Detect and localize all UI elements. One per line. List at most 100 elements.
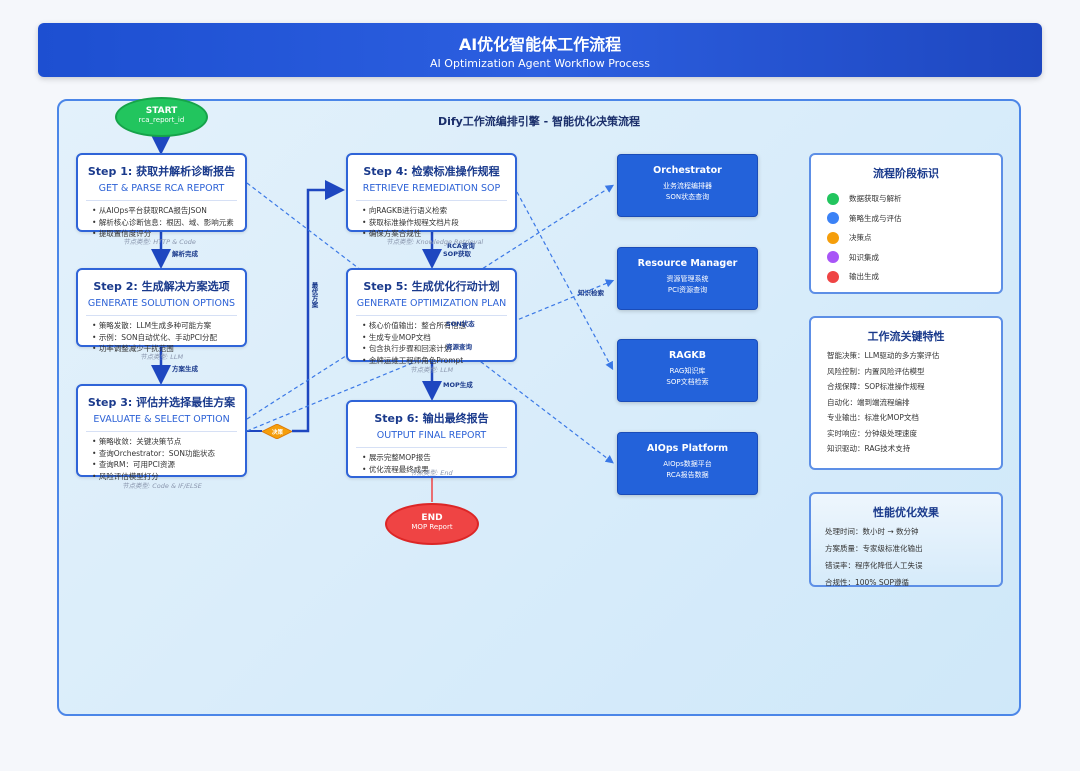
step-4-item: 向RAGKB进行语义检索	[362, 205, 515, 217]
step-6-title: Step 6: 输出最终报告	[374, 412, 489, 425]
step-5-box[interactable]: Step 5: 生成优化行动计划 GENERATE OPTIMIZATION P…	[346, 268, 517, 365]
step-3-title: Step 3: 评估并选择最佳方案	[87, 396, 236, 409]
label-sop-fetch: SOP获取	[443, 250, 471, 258]
step-5-item: 金牌运维工程师角色Prompt	[362, 355, 515, 367]
performance-item: 方案质量：专家级标准化输出	[825, 544, 923, 553]
feature-item: 自动化：端到端流程编排	[827, 397, 910, 407]
step-5-item: 核心价值输出：整合所有信息	[362, 320, 515, 332]
system-name: Resource Manager	[637, 258, 738, 269]
feature-item: 专业输出：标准化MOP文档	[827, 413, 919, 422]
step-6-box[interactable]: Step 6: 输出最终报告 OUTPUT FINAL REPORT 展示完整M…	[346, 400, 517, 478]
features-title: 工作流关键特性	[867, 330, 945, 343]
header-banner: AI优化智能体工作流程 AI Optimization Agent Workfl…	[38, 23, 1042, 77]
step-3-item: 风险评估模型打分	[92, 471, 245, 483]
feature-item: 实时响应：分钟级处理速度	[827, 428, 917, 438]
step-5-subtitle: GENERATE OPTIMIZATION PLAN	[356, 298, 507, 309]
system-desc: SOP文档检索	[666, 378, 709, 386]
step-3-node-type: 节点类型: Code & IF/ELSE	[122, 482, 202, 490]
step-6-subtitle: OUTPUT FINAL REPORT	[376, 430, 487, 441]
step-4-box[interactable]: Step 4: 检索标准操作规程 RETRIEVE REMEDIATION SO…	[346, 153, 517, 238]
page-title: AI优化智能体工作流程	[458, 35, 622, 54]
system-desc: PCI资源查询	[667, 286, 708, 294]
label-rca-query: RCA查询	[447, 242, 475, 250]
step-4-item: 确保方案合规性	[362, 228, 515, 240]
step-2-box[interactable]: Step 2: 生成解决方案选项 GENERATE SOLUTION OPTIO…	[76, 268, 247, 353]
system-name: AIOps Platform	[646, 443, 729, 454]
step-1-box[interactable]: Step 1: 获取并解析诊断报告 GET & PARSE RCA REPORT…	[76, 153, 247, 238]
label-mop-gen: MOP生成	[443, 381, 473, 389]
performance-title: 性能优化效果	[873, 506, 939, 519]
step-5-item: 生成专业MOP文档	[362, 332, 515, 344]
performance-panel: 性能优化效果 处理时间：数小时 → 数分钟 方案质量：专家级标准化输出 错误率：…	[809, 492, 1003, 587]
legend-dot	[827, 251, 839, 264]
legend-item: 决策点	[827, 228, 1001, 248]
legend-item: 数据获取与解析	[827, 189, 1001, 209]
step-4-subtitle: RETRIEVE REMEDIATION SOP	[362, 183, 501, 194]
step-2-node-type: 节点类型: LLM	[140, 353, 184, 361]
step-1-item: 从AIOps平台获取RCA报告JSON	[92, 205, 245, 217]
legend-panel: 流程阶段标识 数据获取与解析 策略生成与评估 决策点 知识集成 输出生成	[809, 153, 1003, 294]
step-3-box[interactable]: Step 3: 评估并选择最佳方案 EVALUATE & SELECT OPTI…	[76, 384, 247, 481]
step-5-title: Step 5: 生成优化行动计划	[363, 280, 500, 293]
step-6-node-type: 节点类型: End	[410, 469, 453, 477]
step-5-item: 包含执行步骤和回滚计划	[362, 343, 515, 355]
step-1-title: Step 1: 获取并解析诊断报告	[87, 165, 236, 178]
step-4-title: Step 4: 检索标准操作规程	[363, 165, 500, 178]
system-ragkb[interactable]: RAGKB RAG知识库 SOP文档检索	[617, 339, 758, 402]
legend-item: 输出生成	[827, 267, 1001, 287]
system-name: Orchestrator	[653, 165, 722, 176]
legend-dot	[827, 231, 839, 244]
legend-dot	[827, 212, 839, 225]
system-desc: 业务流程编排器	[663, 182, 712, 190]
label-resource-query: 资源查询	[446, 343, 472, 351]
decision-diamond	[262, 424, 292, 439]
system-desc: SON状态查询	[665, 193, 710, 201]
feature-item: 知识驱动：RAG技术支持	[827, 444, 911, 453]
step-2-item: 策略发散：LLM生成多种可能方案	[92, 320, 245, 332]
system-desc: RCA报告数据	[666, 471, 709, 479]
legend-dot	[827, 192, 839, 205]
step-3-subtitle: EVALUATE & SELECT OPTION	[93, 414, 230, 425]
start-node: START rca_report_id	[115, 97, 208, 137]
feature-item: 合规保障：SOP标准操作规程	[827, 382, 925, 391]
step-2-title: Step 2: 生成解决方案选项	[93, 280, 230, 293]
label-parse-done: 解析完成	[172, 250, 198, 258]
start-sub: rca_report_id	[138, 116, 185, 124]
legend-item: 知识集成	[827, 248, 1001, 268]
system-aiops-platform[interactable]: AIOps Platform AIOps数据平台 RCA报告数据	[617, 432, 758, 495]
legend-item: 策略生成与评估	[827, 209, 1001, 229]
legend-dot	[827, 270, 839, 283]
end-node: END MOP Report	[385, 503, 479, 545]
performance-item: 错误率：程序化降低人工失误	[825, 561, 923, 570]
system-desc: RAG知识库	[669, 367, 706, 375]
step-4-node-type: 节点类型: Knowledge Retrieval	[386, 238, 484, 246]
system-name: RAGKB	[668, 350, 707, 361]
label-solution-gen: 方案生成	[172, 365, 198, 373]
performance-item: 处理时间：数小时 → 数分钟	[825, 527, 919, 536]
step-4-item: 获取标准操作规程文档片段	[362, 217, 515, 229]
feature-item: 风险控制：内置风险评估模型	[827, 366, 925, 376]
start-label: START	[145, 106, 178, 116]
feature-item: 智能决策：LLM驱动的多方案评估	[827, 351, 940, 360]
label-knowledge-retrieval: 知识检索	[578, 289, 604, 297]
step-2-item: 功率调整减少干扰范围	[92, 343, 245, 355]
performance-item: 合规性：100% SOP遵循	[825, 578, 910, 587]
step-3-item: 查询RM：可用PCI资源	[92, 459, 245, 471]
decision-label: 决策	[272, 430, 284, 436]
label-son-status: SON状态	[446, 320, 475, 328]
system-resource-manager[interactable]: Resource Manager 资源管理系统 PCI资源查询	[617, 247, 758, 310]
step-6-item: 优化流程最终成果	[362, 464, 515, 476]
system-desc: 资源管理系统	[666, 275, 709, 283]
step-2-subtitle: GENERATE SOLUTION OPTIONS	[87, 298, 236, 309]
step-2-item: 示例：SON自动优化、手动PCI分配	[92, 332, 245, 344]
step-3-item: 策略收敛：关键决策节点	[92, 436, 245, 448]
step-1-item: 解析核心诊断信息：根因、域、影响元素	[92, 217, 245, 229]
end-label: END	[421, 513, 443, 523]
system-orchestrator[interactable]: Orchestrator 业务流程编排器 SON状态查询	[617, 154, 758, 217]
step-1-item: 提取置信度评分	[92, 228, 245, 240]
step-6-item: 展示完整MOP报告	[362, 452, 515, 464]
end-sub: MOP Report	[411, 523, 453, 531]
step-1-subtitle: GET & PARSE RCA REPORT	[98, 183, 225, 194]
page-subtitle: AI Optimization Agent Workflow Process	[430, 57, 650, 70]
step-3-item: 查询Orchestrator：SON功能状态	[92, 448, 245, 460]
